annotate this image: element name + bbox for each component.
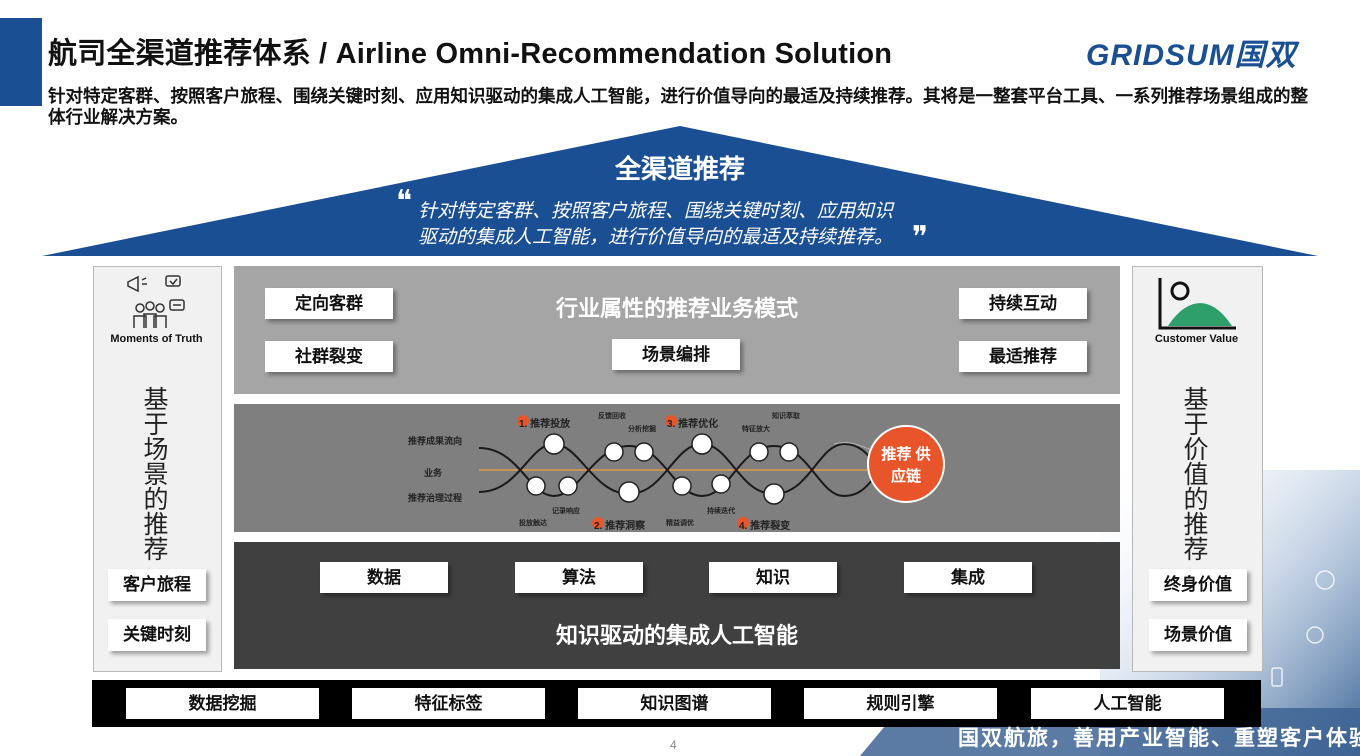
company-logo: GRIDSUM国双 <box>1086 39 1297 72</box>
chain-row-business: 业务 <box>424 468 443 478</box>
chain-label: 记录响应 <box>552 508 580 515</box>
algorithm-box: 算法 <box>515 562 643 593</box>
right-pillar-vertical-text: 基 于 价 值 的 推 荐 <box>1176 388 1216 563</box>
roof-triangle <box>42 126 1318 256</box>
feature-tag-box: 特征标签 <box>352 688 545 719</box>
optimal-recommendation-box: 最适推荐 <box>959 341 1087 372</box>
chain-step-delivery: 1. 推荐投放 <box>519 419 571 430</box>
scenario-orchestration-box: 场景编排 <box>612 339 740 370</box>
vchar: 的 <box>1183 486 1209 514</box>
chain-label: 反馈回收 <box>598 413 626 420</box>
moments-of-truth-icon <box>127 275 185 328</box>
vchar: 于 <box>1183 411 1209 439</box>
business-mode-band <box>234 266 1120 394</box>
right-pillar <box>1132 266 1263 672</box>
accent-bar <box>0 18 42 106</box>
quote-line-1: 针对特定客群、按照客户旅程、围绕关键时刻、应用知识 <box>418 201 894 222</box>
footer-slogan: 国双航旅，善用产业智能、重塑客户体验! <box>958 727 1360 750</box>
page-title: 航司全渠道推荐体系 / Airline Omni-Recommendation … <box>48 38 893 70</box>
left-pillar <box>93 266 222 672</box>
targeted-segment-box: 定向客群 <box>265 288 393 319</box>
vchar: 价 <box>1183 436 1209 464</box>
customer-journey-box: 客户旅程 <box>108 569 206 601</box>
quote-line-2: 驱动的集成人工智能，进行价值导向的最适及持续推荐。 <box>418 227 894 248</box>
integration-box: 集成 <box>904 562 1032 593</box>
customer-value-icon <box>1158 278 1236 330</box>
vchar: 推 <box>1183 511 1209 539</box>
key-moments-box: 关键时刻 <box>108 619 206 651</box>
chain-step-insight: 2. 推荐洞察 <box>594 521 646 532</box>
data-mining-box: 数据挖掘 <box>126 688 319 719</box>
vchar: 荐 <box>1183 536 1209 564</box>
roof-title: 全渠道推荐 <box>614 154 745 184</box>
vchar: 值 <box>1183 461 1209 489</box>
vchar: 基 <box>1183 386 1209 414</box>
chain-label: 知识萃取 <box>772 413 800 420</box>
left-pillar-vertical-text: 基 于 场 景 的 推 荐 <box>136 388 176 563</box>
vchar: 推 <box>143 511 169 539</box>
chain-label: 持续迭代 <box>707 508 735 515</box>
chain-row-governance: 推荐治理过程 <box>408 493 463 503</box>
supply-chain-diagram <box>478 415 945 529</box>
data-box: 数据 <box>320 562 448 593</box>
roof-quote: ❝ 针对特定客群、按照客户旅程、围绕关键时刻、应用知识 驱动的集成人工智能，进行… <box>396 187 978 254</box>
ai-band-title: 知识驱动的集成人工智能 <box>555 623 798 648</box>
supply-chain-band <box>234 404 1120 532</box>
quote-close-icon: ❞ <box>912 221 929 254</box>
vchar: 荐 <box>143 536 169 564</box>
vchar: 于 <box>143 411 169 439</box>
customer-value-label: Customer Value <box>1154 333 1239 345</box>
chain-label: 精益调优 <box>666 520 694 527</box>
chain-label: 特征放大 <box>742 426 770 433</box>
supply-chain-badge: 推荐 供应链 <box>881 446 931 485</box>
social-fission-box: 社群裂变 <box>265 341 393 372</box>
vchar: 基 <box>143 386 169 414</box>
chain-row-result-flow: 推荐成果流向 <box>408 436 463 446</box>
continuous-interaction-box: 持续互动 <box>959 288 1087 319</box>
page-number: 4 <box>670 738 677 752</box>
ai-box: 人工智能 <box>1031 688 1224 719</box>
vchar: 景 <box>143 461 169 489</box>
moments-of-truth-label: Moments of Truth <box>110 333 203 345</box>
chain-step-optimize: 3. 推荐优化 <box>667 419 719 430</box>
quote-open-icon: ❝ <box>396 185 413 218</box>
chain-label: 投放触达 <box>519 520 547 527</box>
chain-step-fission: 4. 推荐裂变 <box>739 521 791 532</box>
knowledge-graph-box: 知识图谱 <box>578 688 771 719</box>
lifetime-value-box: 终身价值 <box>1149 569 1247 601</box>
chain-label: 分析挖掘 <box>628 426 656 433</box>
vchar: 场 <box>143 436 169 464</box>
vchar: 的 <box>143 486 169 514</box>
knowledge-box: 知识 <box>709 562 837 593</box>
rule-engine-box: 规则引擎 <box>804 688 997 719</box>
scenario-value-box: 场景价值 <box>1149 619 1247 651</box>
page-subtitle: 针对特定客群、按照客户旅程、围绕关键时刻、应用知识驱动的集成人工智能，进行价值导… <box>48 86 1308 127</box>
business-mode-title: 行业属性的推荐业务模式 <box>555 296 798 321</box>
